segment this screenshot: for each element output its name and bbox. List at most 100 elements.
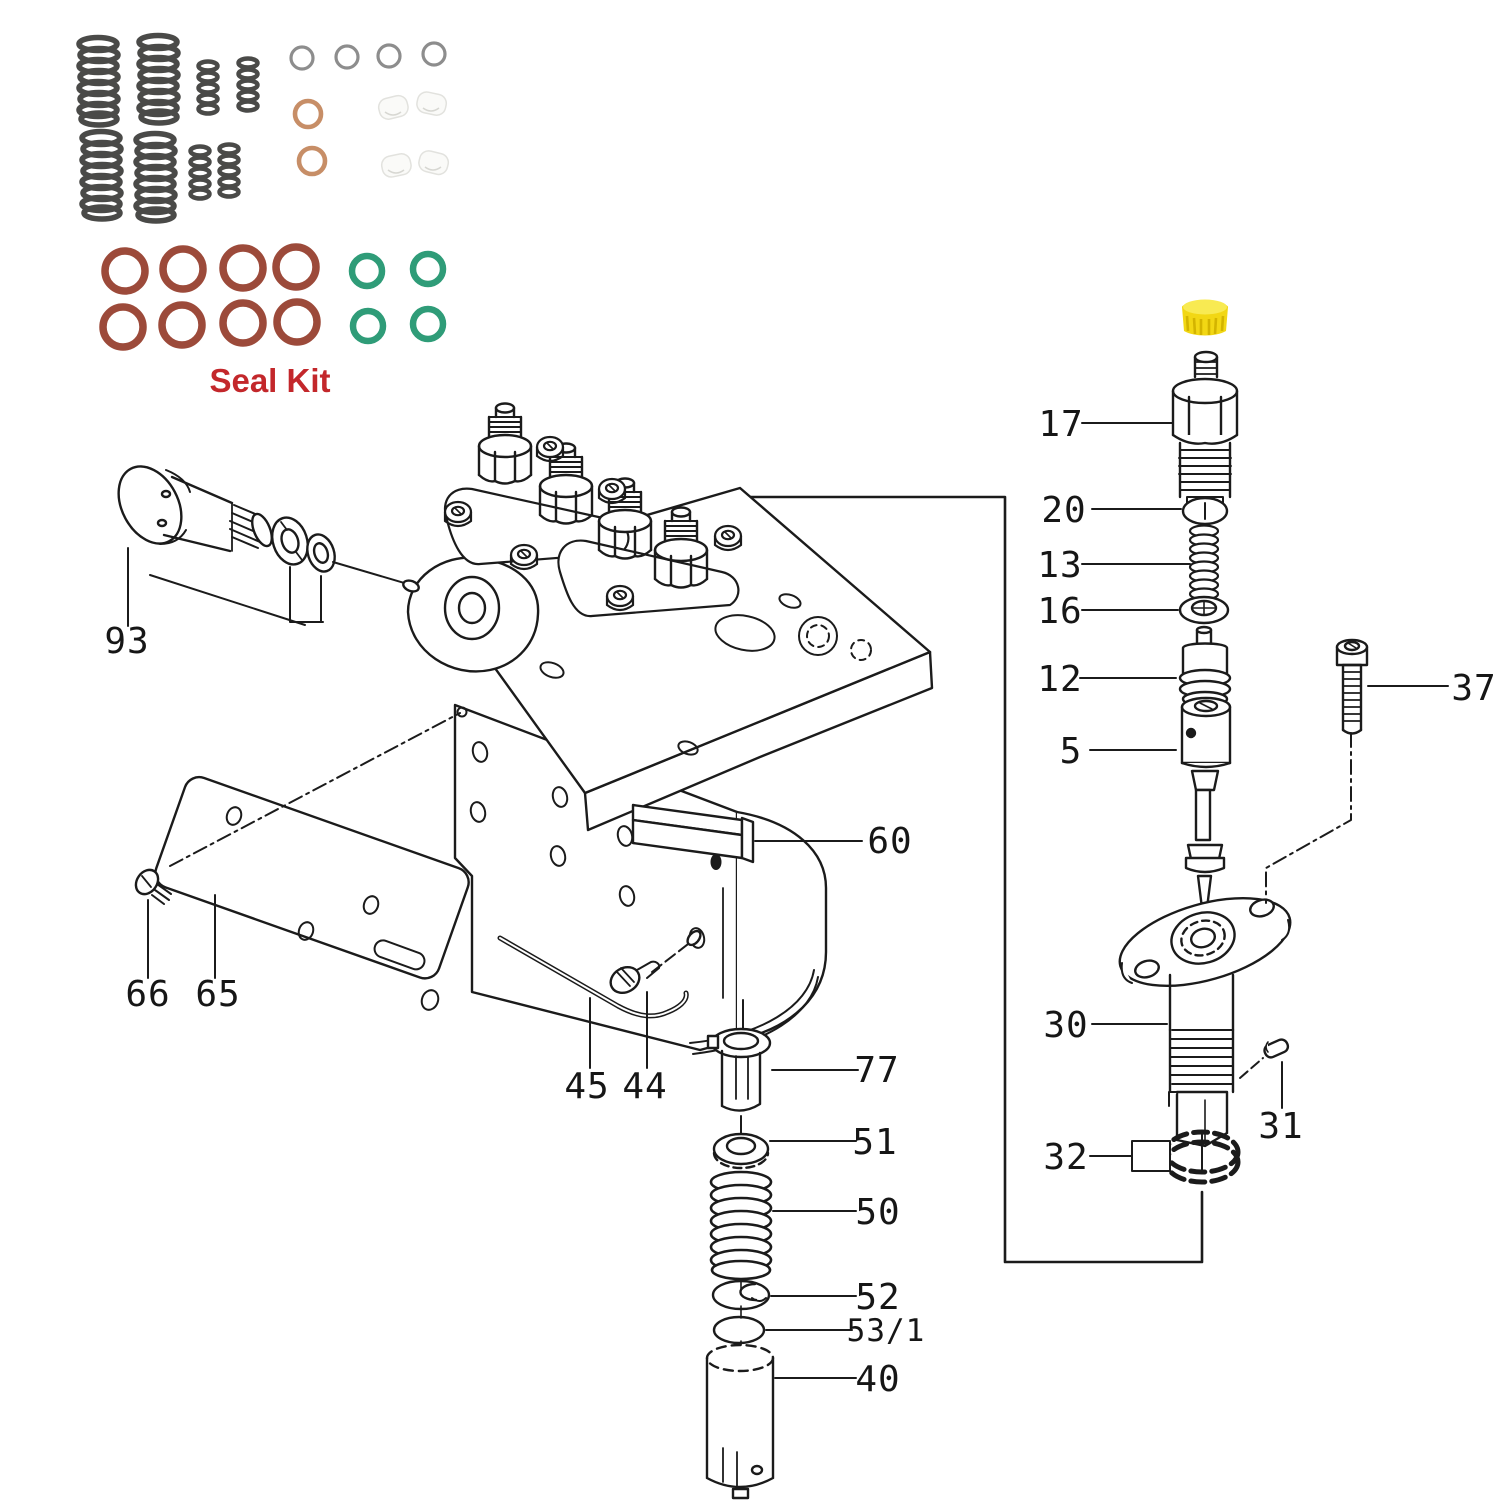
leader-lines-tappet bbox=[765, 1069, 859, 1379]
part-label-93: 93 bbox=[104, 621, 149, 662]
part-label-16: 16 bbox=[1037, 591, 1082, 632]
part-label-32: 32 bbox=[1043, 1137, 1088, 1178]
o-ring-icon bbox=[348, 252, 386, 290]
spring-large-icon bbox=[79, 38, 118, 126]
part-label-51: 51 bbox=[852, 1122, 897, 1163]
o-ring-icon bbox=[99, 303, 147, 351]
part-label-37: 37 bbox=[1451, 668, 1496, 709]
screw-66 bbox=[134, 868, 172, 905]
pin-31 bbox=[1263, 1038, 1290, 1059]
part-label-50: 50 bbox=[855, 1192, 900, 1233]
tappet-40 bbox=[705, 1343, 775, 1500]
washer-16 bbox=[1178, 595, 1230, 625]
o-ring-icon bbox=[421, 41, 447, 67]
o-ring-icon bbox=[289, 45, 315, 71]
screw-44 bbox=[609, 929, 702, 995]
o-ring-icon bbox=[158, 301, 206, 349]
overflow-valve-93 bbox=[117, 465, 336, 573]
part-label-12: 12 bbox=[1037, 659, 1082, 700]
spring-small-icon bbox=[191, 147, 210, 199]
delivery-valve-holder bbox=[477, 402, 533, 485]
seal-kit-orings-copper bbox=[292, 98, 328, 177]
part-label-66: 66 bbox=[125, 974, 170, 1015]
o-ring-icon bbox=[292, 98, 324, 130]
push-rod-12 bbox=[1178, 625, 1232, 708]
seal-washer-20 bbox=[1181, 496, 1229, 526]
socket-screw-icon bbox=[713, 524, 743, 552]
o-ring-icon bbox=[334, 44, 360, 70]
o-ring-icon bbox=[219, 244, 267, 292]
part-label-30: 30 bbox=[1043, 1005, 1088, 1046]
spring-small-icon bbox=[220, 145, 239, 197]
nylon-seal-icon bbox=[418, 150, 450, 176]
socket-screw-icon bbox=[597, 477, 627, 505]
cap-top bbox=[1183, 299, 1227, 315]
socket-screw-icon bbox=[509, 543, 539, 571]
part-label-13: 13 bbox=[1037, 545, 1082, 586]
o-ring-icon bbox=[376, 43, 402, 69]
line-art-root bbox=[117, 350, 1449, 1500]
socket-screw-icon bbox=[605, 584, 635, 612]
o-ring-icon bbox=[349, 307, 387, 345]
o-ring-icon bbox=[219, 299, 267, 347]
leader-lines-left bbox=[147, 712, 863, 1069]
pump-body bbox=[402, 402, 934, 1055]
bolt-37 bbox=[1335, 638, 1369, 735]
spring-large-icon bbox=[139, 36, 178, 124]
part-labels: 93 66 65 45 44 60 77 51 50 52 53/1 40 17… bbox=[104, 404, 1496, 1400]
plunger-spring-50 bbox=[709, 1170, 773, 1281]
pump-cylinder bbox=[735, 810, 828, 1042]
seal-kit-springs-small bbox=[191, 59, 258, 199]
part-label-31: 31 bbox=[1258, 1106, 1303, 1147]
part-label-65: 65 bbox=[195, 974, 240, 1015]
seal-kit-springs-large bbox=[79, 36, 178, 222]
seal-kit-label: Seal Kit bbox=[209, 362, 330, 399]
tappet-roller-77 bbox=[706, 1027, 772, 1112]
injector-column bbox=[1079, 350, 1449, 1185]
control-rack-60 bbox=[631, 803, 755, 864]
part-label-77: 77 bbox=[854, 1050, 899, 1091]
spring-large-icon bbox=[136, 134, 175, 222]
part-label-20: 20 bbox=[1041, 490, 1086, 531]
part-label-44: 44 bbox=[622, 1066, 667, 1107]
nozzle-holder-17 bbox=[1171, 350, 1239, 504]
o-ring-icon bbox=[409, 305, 447, 343]
rod-45 bbox=[497, 935, 689, 1019]
seal-kit-orings-gray bbox=[289, 41, 447, 71]
nozzle-spring-13 bbox=[1188, 524, 1220, 601]
o-ring-icon bbox=[272, 243, 320, 291]
washer-51 bbox=[712, 1132, 770, 1170]
o-ring-icon bbox=[159, 245, 207, 293]
nylon-seal-icon bbox=[377, 94, 409, 120]
spring-large-icon bbox=[82, 132, 121, 220]
o-ring-icon bbox=[409, 250, 447, 288]
socket-screw-icon bbox=[443, 500, 473, 528]
nylon-seal-icon bbox=[416, 91, 448, 116]
part-label-40: 40 bbox=[855, 1359, 900, 1400]
part-label-52: 52 bbox=[855, 1277, 900, 1318]
seal-kit-orings-green bbox=[348, 250, 447, 345]
nozzle-tip bbox=[1184, 769, 1226, 919]
label-32-box bbox=[1131, 1140, 1171, 1172]
leader-lines-injector bbox=[1079, 422, 1449, 1172]
seal-kit-nylon-seals bbox=[377, 91, 450, 178]
o-ring-icon bbox=[296, 145, 328, 177]
part-label-17: 17 bbox=[1038, 404, 1083, 445]
spring-small-icon bbox=[199, 62, 218, 114]
spring-small-icon bbox=[239, 59, 258, 111]
nozzle-flange-30 bbox=[1118, 896, 1292, 1148]
part-label-45: 45 bbox=[564, 1066, 609, 1107]
seal-kit-photo: Seal Kit bbox=[79, 36, 450, 399]
seal-kit-orings-red bbox=[99, 243, 321, 351]
shim-53-1 bbox=[712, 1281, 766, 1355]
nozzle-spacer-5 bbox=[1180, 696, 1232, 769]
part-label-5: 5 bbox=[1060, 731, 1083, 772]
side-cover-plate-65 bbox=[154, 775, 470, 1011]
o-ring-icon bbox=[101, 247, 149, 295]
injector-cap bbox=[1182, 299, 1228, 336]
part-label-60: 60 bbox=[867, 821, 912, 862]
o-ring-icon bbox=[273, 298, 321, 346]
tappet-column bbox=[705, 999, 859, 1500]
